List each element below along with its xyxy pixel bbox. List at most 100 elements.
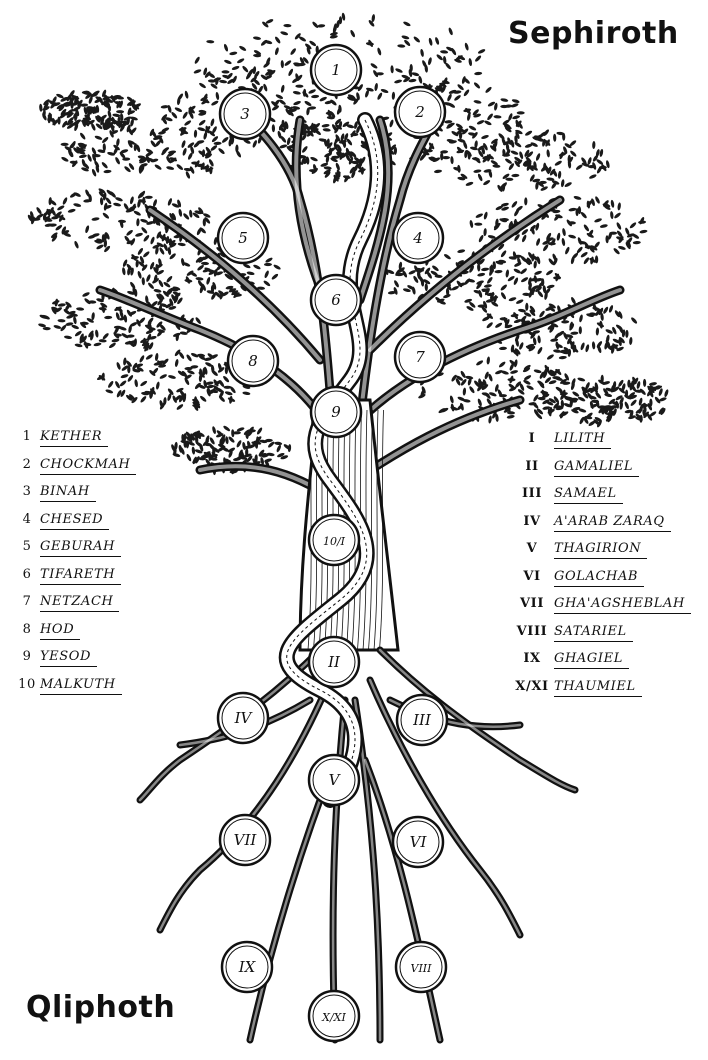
qlipha-legend-number: IX (523, 651, 541, 666)
qlipha-legend-name: Ghagiel (554, 650, 629, 669)
sephirah-legend-number: 6 (22, 566, 32, 582)
sephirah-legend-number: 7 (22, 594, 32, 609)
qlipha-node: X/XI (307, 989, 361, 1043)
qlipha-legend-row: X/XI Thaumiel (510, 678, 642, 697)
qlipha-legend-row: VII Gha'agsheblah (510, 595, 691, 614)
qlipha-legend-number: IV (523, 513, 541, 529)
sephirah-legend-row: 7 Netzach (14, 593, 120, 612)
qlipha-node-label: VII (234, 831, 258, 849)
sephirah-node-label: 3 (240, 105, 250, 123)
sephirah-legend-name: Yesod (40, 648, 98, 667)
sephirah-node-label: 9 (331, 403, 341, 421)
sephirah-node: 6 (309, 273, 363, 327)
qlipha-node-label: IV (234, 709, 254, 727)
sephirah-node-label: 5 (238, 229, 248, 247)
sephirah-node: 1 (309, 43, 363, 97)
qlipha-legend-name: Samael (554, 485, 623, 504)
qlipha-legend-number: VII (519, 596, 545, 611)
sephirah-legend-name: Netzach (40, 593, 120, 612)
qlipha-node: IV (216, 691, 270, 745)
sephirah-node-label: 7 (415, 348, 425, 366)
qlipha-node: IX (220, 940, 274, 994)
qlipha-node: VII (218, 813, 272, 867)
sephirah-node-label: 8 (248, 352, 258, 370)
qlipha-node-label: VIII (411, 962, 433, 975)
sephirah-legend-row: 9 Yesod (14, 648, 98, 667)
qliphoth-title: Qliphoth (26, 990, 176, 1025)
sephirah-node: 5 (216, 211, 270, 265)
sephirah-node: 4 (391, 211, 445, 265)
sephirah-legend-row: 8Hod (14, 621, 81, 640)
qlipha-node-label: IX (238, 958, 257, 976)
qlipha-legend-number: III (521, 486, 543, 501)
qlipha-legend-number: V (526, 541, 538, 556)
qlipha-legend-name: Golachab (554, 568, 645, 587)
qlipha-legend-row: I Lilith (510, 430, 612, 449)
qlipha-node-label: V (329, 771, 342, 789)
qlipha-node-label: X/XI (321, 1011, 346, 1024)
sephirah-legend-name: Chesed (40, 511, 110, 530)
qlipha-legend-row: V Thagirion (510, 540, 648, 559)
sephirah-legend-name: Geburah (40, 538, 122, 557)
sephirah-node: 2 (393, 85, 447, 139)
sephirah-legend-name: Binah (40, 483, 96, 502)
qlipha-legend-row: IV A'arab Zaraq (510, 513, 671, 532)
qlipha-legend-number: II (525, 458, 539, 474)
qlipha-legend-name: Thagirion (554, 540, 648, 559)
sephirah-legend-number: 10 (18, 676, 36, 692)
sephirah-legend-row: 2 Chockmah (14, 456, 137, 475)
serpent (278, 112, 386, 808)
sephirah-node-label: 4 (412, 229, 423, 247)
qlipha-legend-row: III Samael (510, 485, 623, 504)
qlipha-legend-name: Thaumiel (554, 678, 642, 697)
sephirah-legend-row: 3 Binah (14, 483, 96, 502)
qlipha-legend-row: VI Golachab (510, 568, 645, 587)
qlipha-node: III (395, 693, 449, 747)
sephirah-legend-name: Tifareth (40, 566, 122, 585)
qlipha-node: VI (391, 815, 445, 869)
qlipha-node: V (307, 753, 361, 807)
qlipha-legend-row: II Gamaliel (510, 458, 640, 477)
qlipha-node-label: III (412, 711, 432, 729)
qlipha-legend-name: Gamaliel (554, 458, 640, 477)
qlipha-legend-number: X/XI (515, 678, 549, 694)
qlipha-legend-name: Lilith (554, 430, 612, 449)
sephirah-node-label: 6 (331, 291, 341, 309)
sephirah-legend-row: 10Malkuth (14, 676, 122, 695)
qlipha-node: II (307, 635, 361, 689)
sephirah-node: 3 (218, 87, 272, 141)
sephirah-legend-number: 2 (22, 456, 32, 472)
qlipha-legend-number: VI (523, 568, 541, 584)
sephirah-legend-name: Chockmah (40, 456, 137, 475)
qlipha-legend-name: A'arab Zaraq (554, 513, 671, 532)
sephirah-node: 7 (393, 330, 447, 384)
sephirah-legend-number: 9 (22, 649, 32, 664)
sephirah-node: 10/I (307, 513, 361, 567)
sephirah-node: 9 (309, 385, 363, 439)
sephirah-node-label: 2 (414, 103, 425, 121)
sephirah-legend-row: 5Geburah (14, 538, 122, 557)
qlipha-node-label: II (327, 653, 341, 671)
sephirah-legend-number: 3 (22, 484, 32, 499)
tree-roots (136, 646, 579, 1044)
sephiroth-title: Sephiroth (508, 16, 679, 51)
sephirah-legend-name: Kether (40, 428, 109, 447)
qlipha-legend-name: Gha'agsheblah (554, 595, 691, 614)
qlipha-node: VIII (394, 940, 448, 994)
sephirah-legend-number: 1 (22, 429, 32, 444)
sephirah-node-label: 1 (331, 61, 341, 79)
sephirah-legend-number: 4 (22, 511, 32, 527)
sephirah-node: 8 (226, 334, 280, 388)
sephirah-legend-row: 6 Tifareth (14, 566, 122, 585)
sephirah-legend-name: Malkuth (40, 676, 122, 695)
sephirah-node-label: 10/I (323, 535, 346, 548)
tree-canopy (27, 12, 669, 476)
qlipha-legend-name: Satariel (554, 623, 633, 642)
qlipha-legend-number: I (528, 431, 536, 446)
sephirah-legend-name: Hod (40, 621, 81, 640)
qlipha-node-label: VI (410, 833, 428, 851)
sephirah-legend-row: 1 Kether (14, 428, 109, 447)
